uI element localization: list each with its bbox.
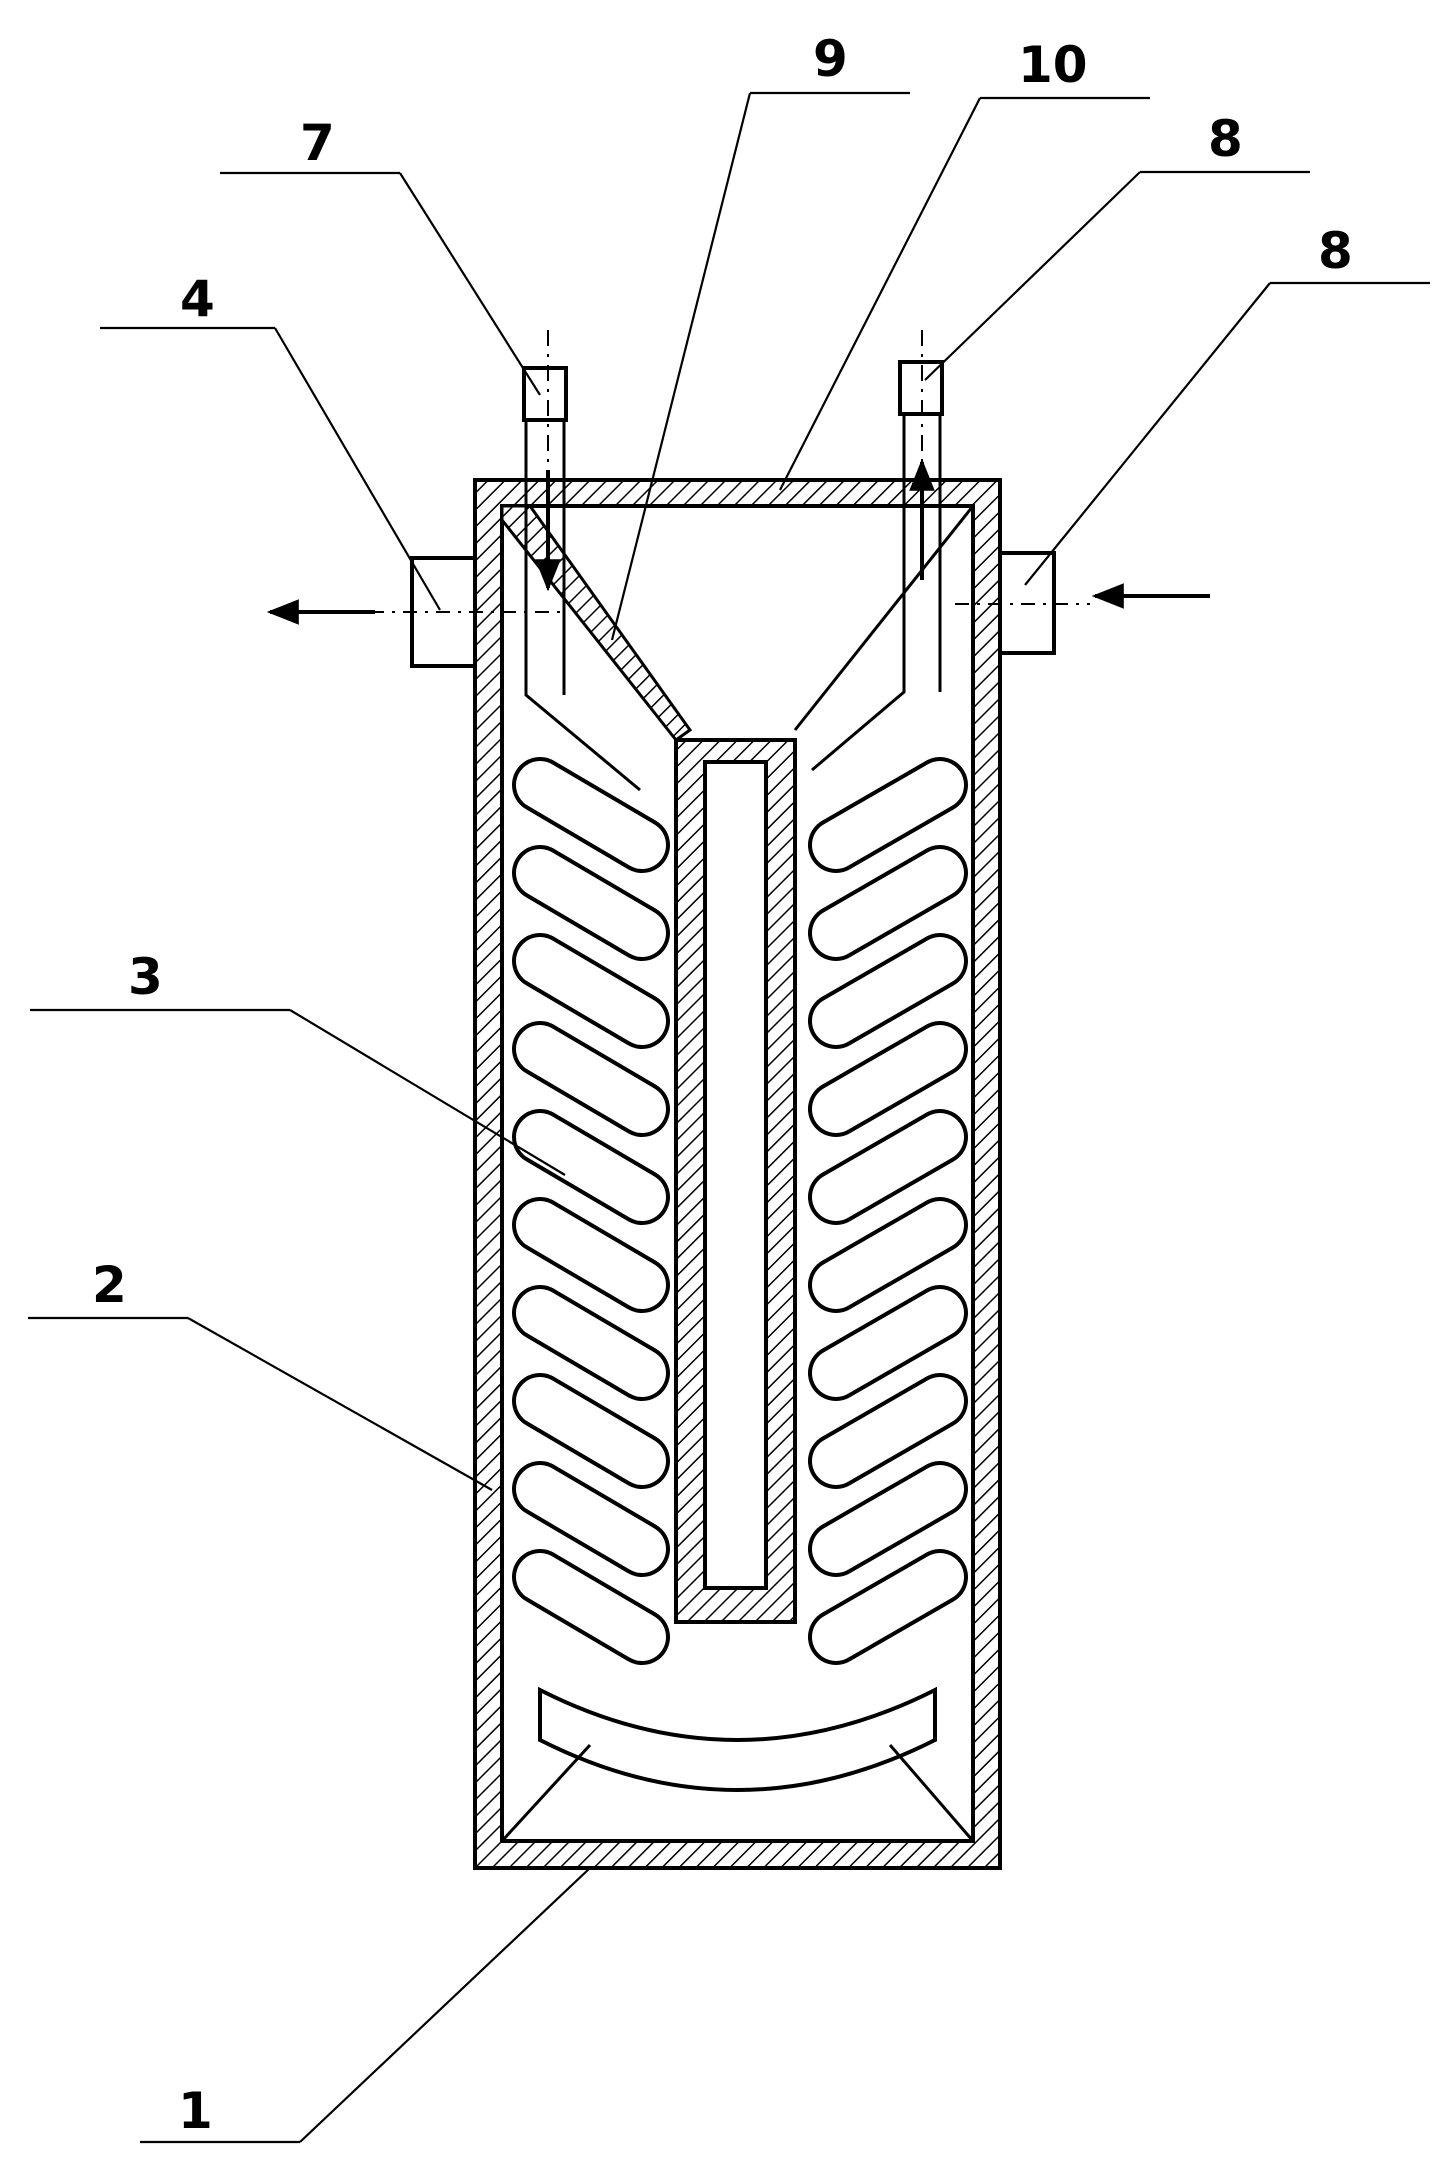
bottom-connecting-tube [538, 1686, 937, 1792]
coil-turn-inner [516, 1553, 666, 1661]
leader-lines [28, 91, 1430, 2144]
coil-turn-inner [812, 1465, 964, 1573]
coil-turn-inner [812, 1201, 964, 1309]
coil-turn-inner [516, 1465, 666, 1573]
coil-turn-inner [812, 937, 964, 1045]
coil-turn-inner [516, 1025, 666, 1133]
left-inlet-tube [522, 330, 641, 792]
label-7: 8 [1208, 110, 1243, 168]
coil-turn-inner [812, 761, 964, 869]
coil-turn-inner [516, 1201, 666, 1309]
label-8: 8 [1318, 222, 1353, 280]
coil-turn-inner [812, 1113, 964, 1221]
label-9: 9 [813, 30, 848, 88]
conical-baffle [500, 504, 693, 743]
coil-turn-inner [516, 761, 666, 869]
coil-turn-inner [812, 1377, 964, 1485]
support-line-right [888, 1744, 975, 1842]
label-1: 1 [178, 2082, 213, 2140]
coil-turn-inner [516, 1289, 666, 1397]
coil-turn-inner [812, 1553, 964, 1661]
coil-turn-inner [812, 1025, 964, 1133]
coil-turn-inner [516, 937, 666, 1045]
coil-turn-inner [812, 849, 964, 957]
baffle-right-line [793, 505, 975, 731]
helical-coil-left [512, 757, 670, 1665]
label-10: 10 [1018, 36, 1088, 94]
right-outlet-tube [811, 330, 944, 772]
label-4: 4 [180, 270, 215, 328]
support-line-left [500, 1743, 592, 1843]
label-2: 2 [92, 1256, 127, 1314]
central-core-tube [674, 738, 797, 1624]
label-3: 3 [128, 948, 163, 1006]
coil-turn-inner [516, 1113, 666, 1221]
label-5: 7 [300, 114, 335, 172]
coil-turn-inner [516, 1377, 666, 1485]
coil-turn-inner [812, 1289, 964, 1397]
helical-coil-right [808, 757, 968, 1665]
coil-turn-inner [516, 849, 666, 957]
